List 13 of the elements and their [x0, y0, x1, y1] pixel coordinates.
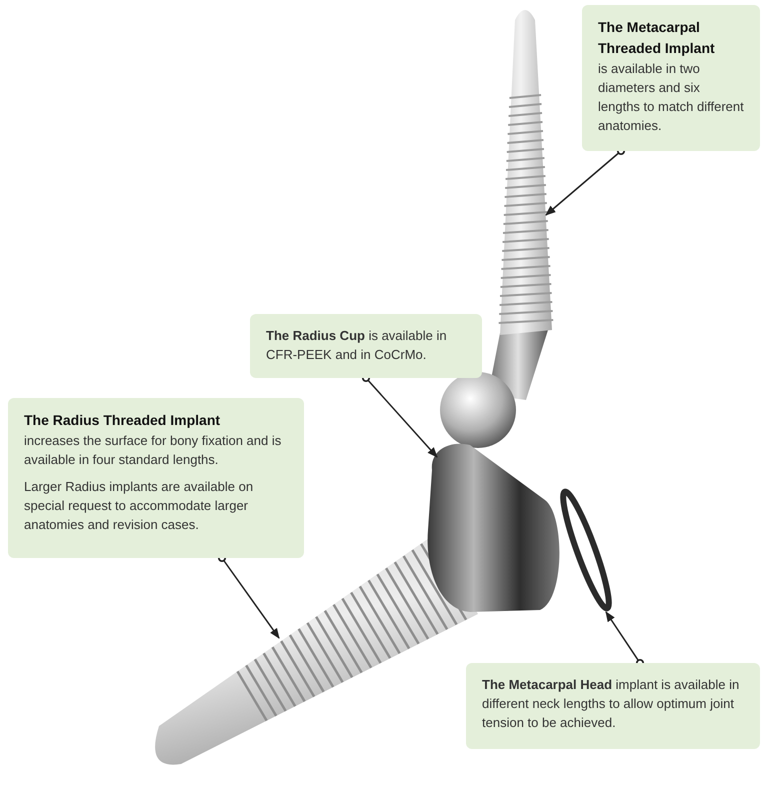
callout-box [582, 5, 760, 151]
callout-heading: The Radius Threaded Implant [24, 411, 222, 430]
callout-box [466, 663, 760, 749]
callout-text: Larger Radius implants are available on special request to accommodate larger anatomies and revision cases. [24, 478, 254, 534]
callout-box [250, 314, 482, 378]
callout-box [8, 398, 304, 558]
callout-text: The Metacarpal Head implant is available in different neck lengths to allow optimum joint tension to be achieved. [482, 676, 740, 732]
callout-heading: The Metacarpal Threaded Implant [598, 18, 716, 58]
callout-text: is available in two diameters and six lengths to match different anatomies. [598, 60, 744, 135]
callout-text: The Radius Cup is available in CFR-PEEK and in CoCrMo. [266, 327, 448, 364]
callout-text: increases the surface for bony fixation and is available in four standard lengths. [24, 432, 282, 469]
cup-drawing [428, 444, 560, 612]
ball-head-drawing [440, 372, 612, 612]
